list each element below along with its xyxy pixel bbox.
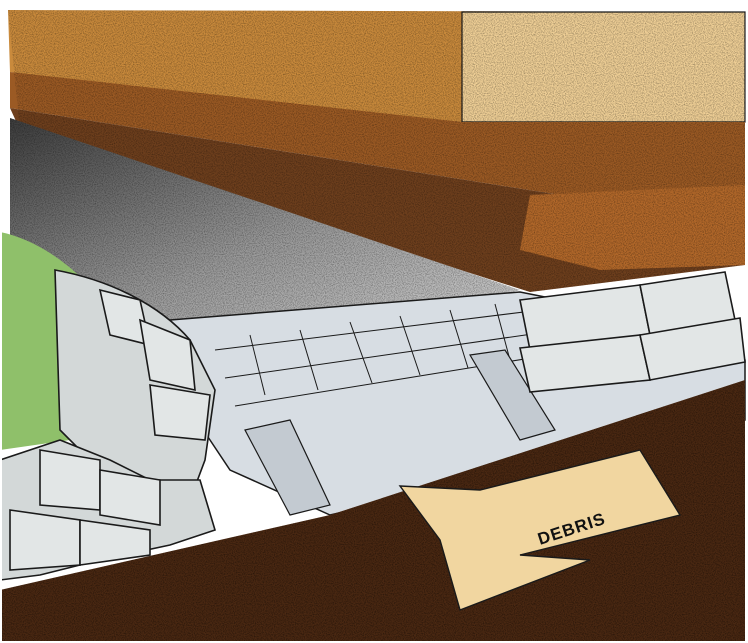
landscape-illustration: DEBRIS <box>0 0 748 643</box>
